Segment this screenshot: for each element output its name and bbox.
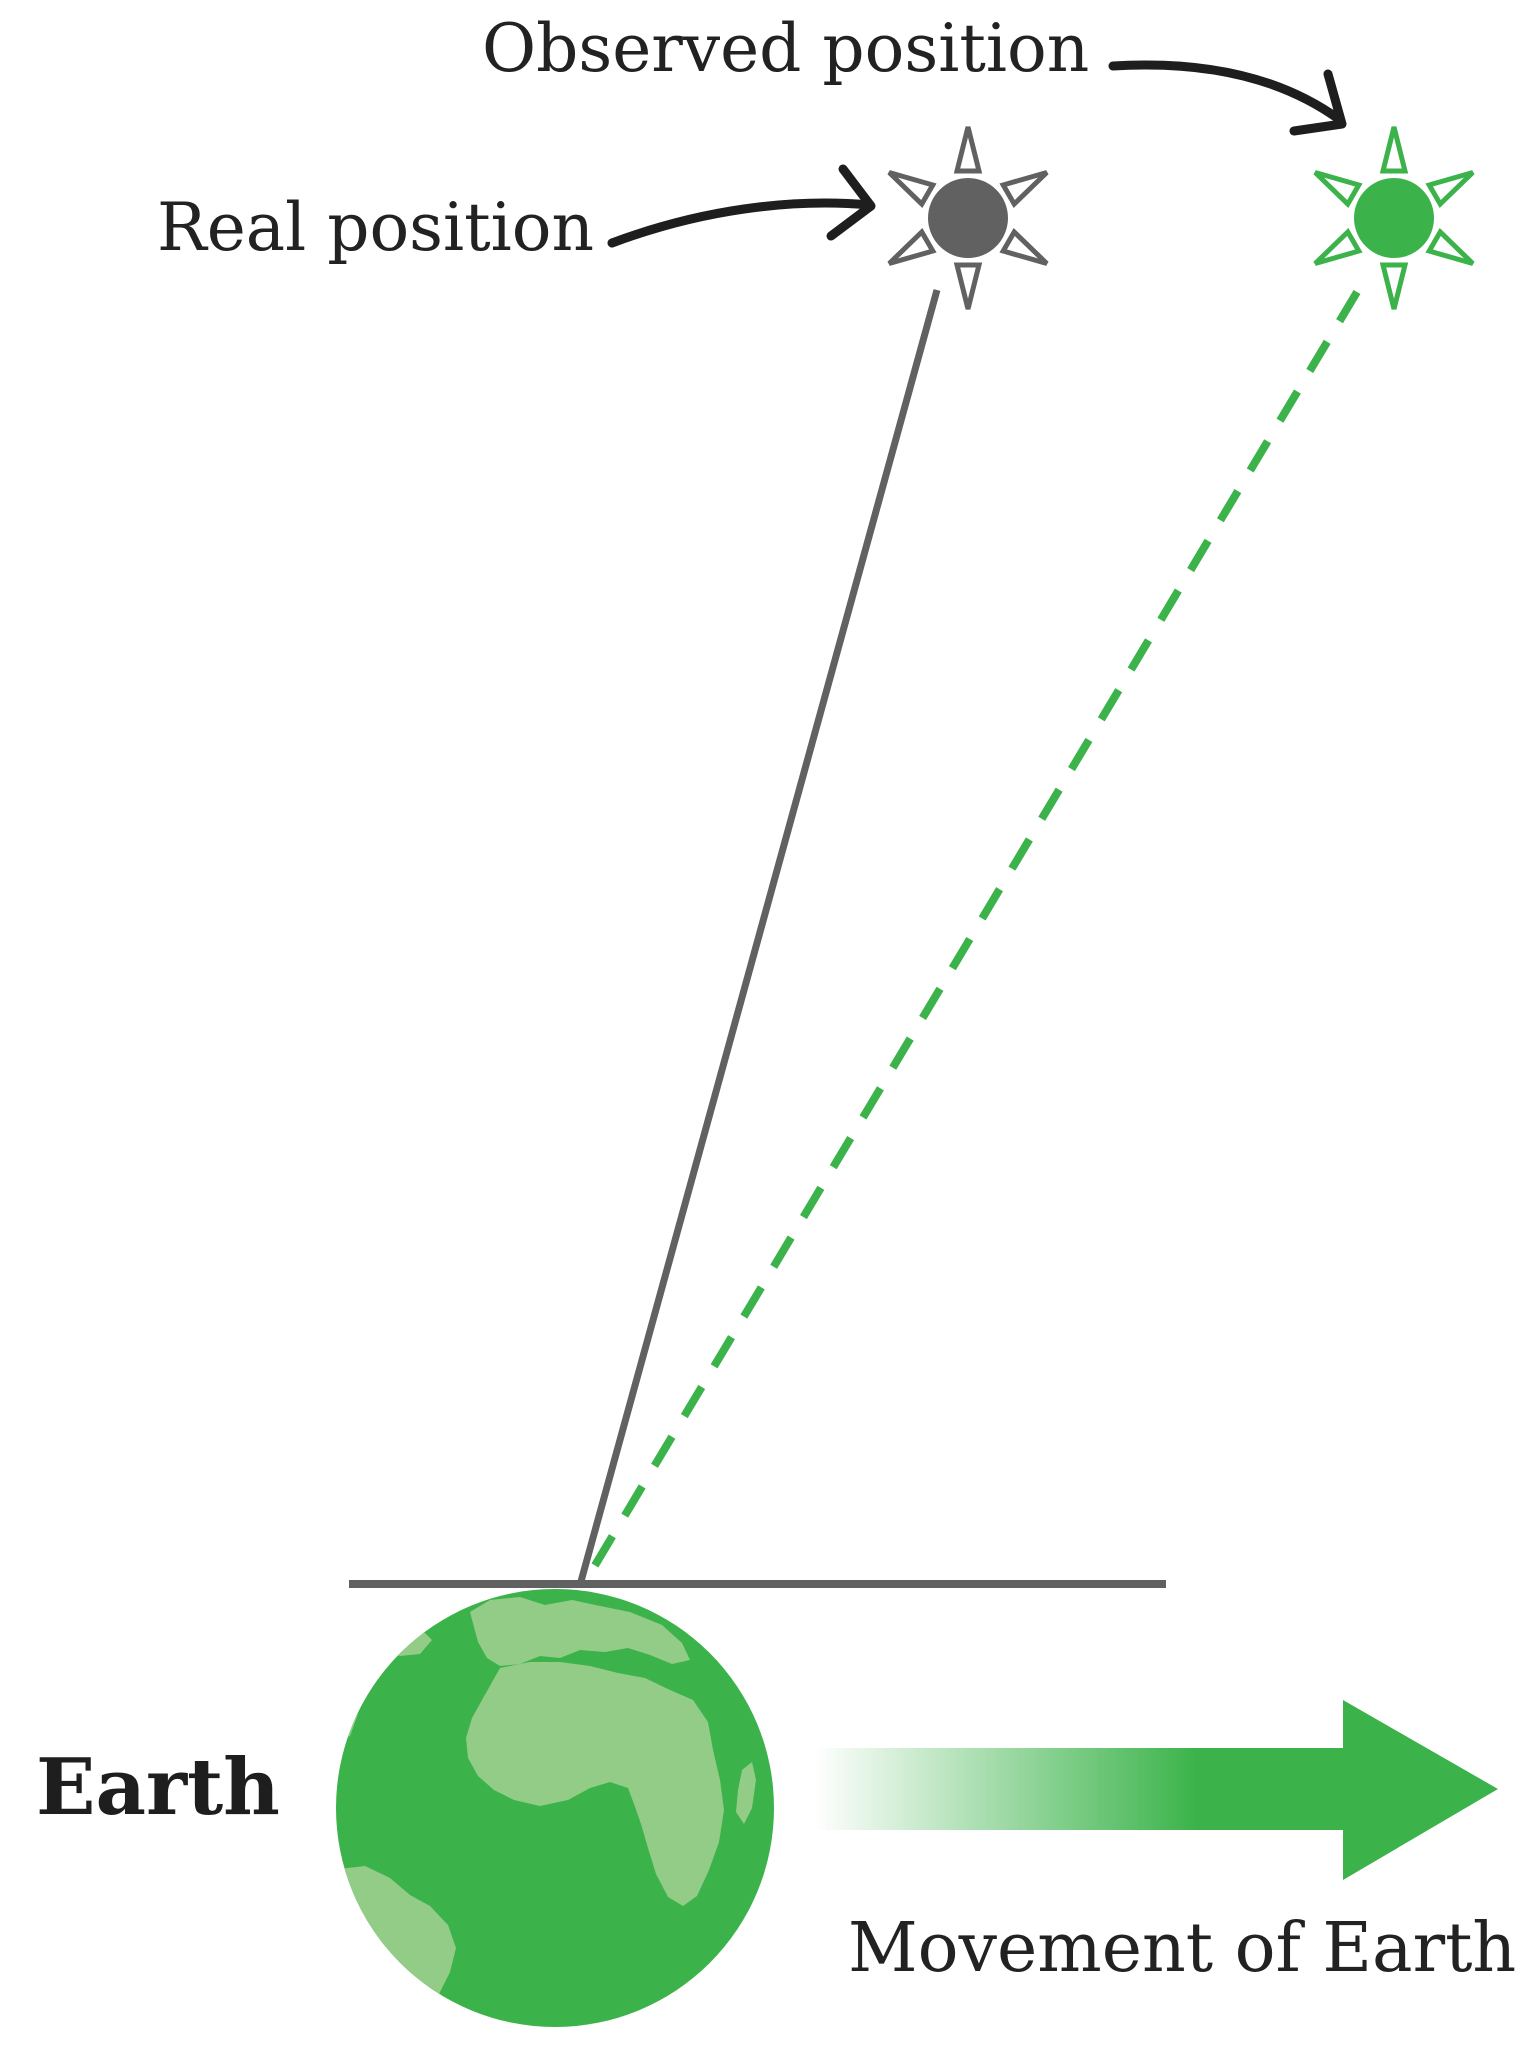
- earth-label: Earth: [36, 1742, 280, 1833]
- observed-position-star-icon: [1313, 126, 1475, 310]
- observed-pointer-arrow: [1108, 60, 1347, 136]
- movement-label: Movement of Earth: [848, 1909, 1516, 1988]
- observed-position-label: Observed position: [482, 10, 1089, 87]
- observed-light-path: [581, 289, 1361, 1585]
- real-position-label: Real position: [157, 189, 594, 266]
- real-position-star-icon: [887, 126, 1049, 310]
- movement-arrow-icon: [815, 1700, 1498, 1880]
- real-light-path: [576, 289, 941, 1586]
- real-pointer-arrow: [607, 164, 876, 248]
- earth-globe-icon: [336, 1589, 774, 2027]
